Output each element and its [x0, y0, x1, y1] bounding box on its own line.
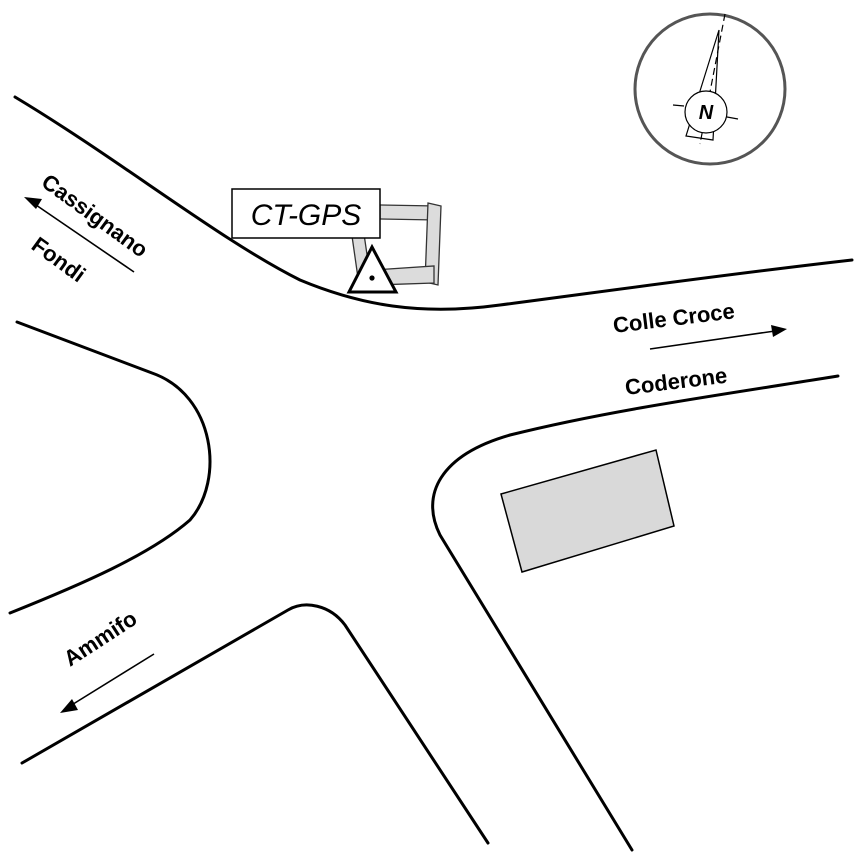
road-edge-west-upper	[8, 320, 212, 615]
direction-cassignano-fondi: Cassignano Fondi	[24, 169, 153, 287]
station-label-box	[231, 188, 381, 239]
direction-arrow-line	[649, 330, 776, 350]
compass-tick	[672, 104, 685, 107]
road-edge-southeast	[431, 374, 840, 852]
compass-hub	[684, 90, 728, 134]
direction-arrow-line	[35, 204, 135, 273]
north-label: N	[699, 102, 714, 124]
road-edge-north	[13, 95, 854, 311]
station-wall	[424, 202, 442, 286]
road-network	[8, 95, 854, 852]
place-label-fondi: Fondi	[27, 232, 90, 287]
direction-colle-croce-coderone: Colle Croce Coderone	[612, 298, 787, 400]
direction-arrow-line	[69, 653, 155, 707]
direction-arrow-head-icon	[60, 699, 78, 713]
north-needle-icon	[685, 29, 720, 141]
gps-station: CT-GPS	[231, 188, 442, 294]
direction-arrow-head-icon	[771, 325, 787, 337]
direction-arrow-head-icon	[24, 197, 42, 209]
road-edge-southwest	[20, 603, 490, 845]
building	[500, 449, 675, 573]
benchmark-point-icon	[369, 275, 375, 281]
place-label-colle-croce: Colle Croce	[612, 298, 736, 338]
north-arrow-compass: N	[633, 12, 787, 166]
compass-ring	[633, 12, 787, 166]
compass-tick	[726, 116, 739, 120]
benchmark-triangle-icon	[346, 243, 399, 294]
place-label-ammifo: Ammifo	[59, 606, 141, 672]
station-label: CT-GPS	[251, 199, 362, 232]
